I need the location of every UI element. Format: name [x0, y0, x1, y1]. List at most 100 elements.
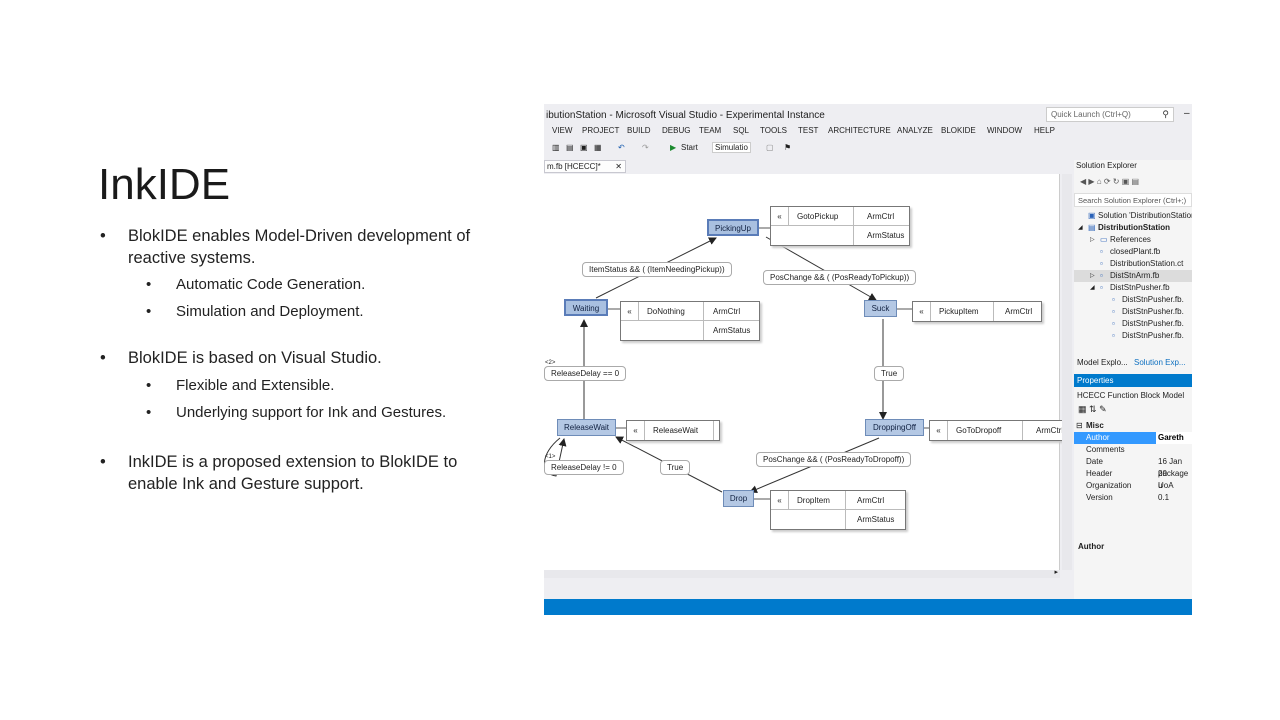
sync-icon[interactable]: ⟳ — [1103, 177, 1111, 186]
guard-pos-ready-to-pickup[interactable]: PosChange && ( (PosReadyToPickup)) — [763, 270, 917, 285]
menu-help[interactable]: HELP — [1034, 126, 1055, 135]
property-value[interactable]: Gareth — [1156, 432, 1192, 444]
solution-search-input[interactable]: Search Solution Explorer (Ctrl+;) — [1074, 193, 1192, 207]
solution-tree-item[interactable]: ▫DistributionStation.ct — [1074, 258, 1192, 270]
collapse-icon[interactable]: « — [621, 302, 639, 321]
tab-model-explorer[interactable]: Model Explo... — [1077, 358, 1128, 367]
solution-tree-item[interactable]: ▷▫DistStnArm.fb — [1074, 270, 1192, 282]
save-icon[interactable]: ▣ — [580, 143, 588, 152]
find-icon[interactable]: ⚑ — [784, 143, 792, 152]
action-table-release-wait[interactable]: «ReleaseWait — [626, 420, 720, 441]
undo-icon[interactable]: ↶ — [618, 143, 625, 152]
breakpoint-icon[interactable]: ▢ — [766, 143, 774, 152]
hcecc-diagram-canvas[interactable]: PickingUp Waiting Suck ReleaseWait Dropp… — [544, 174, 1069, 570]
solution-tree-label: DistStnArm.fb — [1110, 271, 1160, 280]
state-waiting[interactable]: Waiting — [564, 299, 608, 316]
redo-icon[interactable]: ↷ — [642, 143, 649, 152]
menu-debug[interactable]: DEBUG — [662, 126, 691, 135]
solution-tree-item[interactable]: ▫DistStnPusher.fb. — [1074, 306, 1192, 318]
guard-suck-true[interactable]: True — [874, 366, 905, 381]
guard-release-delay-zero[interactable]: ReleaseDelay == 0 — [544, 366, 627, 381]
menu-team[interactable]: TEAM — [699, 126, 722, 135]
property-value[interactable]: package u — [1158, 469, 1189, 490]
solution-config-select[interactable]: Simulatio — [712, 142, 751, 153]
property-category-misc[interactable]: ⊟Misc — [1076, 421, 1104, 430]
guard-drop-true[interactable]: True — [660, 460, 691, 475]
categorized-icon[interactable]: ▦ — [1078, 404, 1087, 414]
menu-project[interactable]: PROJECT — [582, 126, 620, 135]
scroll-right-icon[interactable]: ▸ — [1054, 569, 1058, 576]
collapse-all-icon[interactable]: ▣ — [1121, 177, 1130, 186]
collapse-icon[interactable]: « — [930, 421, 948, 440]
expand-icon[interactable]: ▷ — [1090, 273, 1095, 279]
editor-horizontal-scrollbar[interactable]: ▸ — [544, 569, 1060, 578]
property-row[interactable]: Comments — [1074, 444, 1192, 456]
solution-tree-item[interactable]: ▫DistStnPusher.fb. — [1074, 330, 1192, 342]
close-icon[interactable]: ✕ — [615, 162, 622, 171]
state-dropping-off[interactable]: DroppingOff — [865, 419, 924, 436]
property-value[interactable]: 16 Jan 20 — [1158, 457, 1183, 478]
guard-release-delay-nonzero[interactable]: ReleaseDelay != 0 — [544, 460, 624, 475]
menu-build[interactable]: BUILD — [627, 126, 651, 135]
refresh-icon[interactable]: ↻ — [1112, 177, 1120, 186]
tab-solution-explorer[interactable]: Solution Exp... — [1134, 358, 1186, 367]
state-suck[interactable]: Suck — [864, 300, 897, 317]
property-value[interactable]: 0.1 — [1158, 493, 1170, 502]
property-description-title: Author — [1078, 542, 1105, 551]
menu-blokide[interactable]: BLOKIDE — [941, 126, 976, 135]
editor-vertical-scrollbar[interactable] — [1062, 174, 1072, 570]
solution-tree-item[interactable]: ▫closedPlant.fb — [1074, 246, 1192, 258]
home-icon[interactable]: ⌂ — [1096, 177, 1102, 186]
expand-icon[interactable]: ◢ — [1090, 285, 1095, 291]
forward-icon[interactable]: ▶ — [1088, 177, 1095, 186]
solution-tree-item[interactable]: ▷▭References — [1074, 234, 1192, 246]
back-icon[interactable]: ◀ — [1080, 177, 1087, 186]
minimize-icon[interactable]: – — [1184, 108, 1190, 119]
menu-test[interactable]: TEST — [798, 126, 819, 135]
properties-icon[interactable]: ▤ — [1131, 177, 1140, 186]
wrench-icon[interactable]: ✎ — [1099, 404, 1107, 414]
document-tab[interactable]: m.fb [HCECC]* ✕ — [544, 160, 626, 173]
solution-tree-item[interactable]: ◢▫DistStnPusher.fb — [1074, 282, 1192, 294]
collapse-icon[interactable]: « — [913, 302, 931, 321]
collapse-icon[interactable]: « — [771, 491, 789, 510]
save-all-icon[interactable]: ▦ — [594, 143, 602, 152]
menu-architecture[interactable]: ARCHITECTURE — [828, 126, 891, 135]
solution-tree-item[interactable]: ▣Solution 'DistributionStation — [1074, 210, 1192, 222]
start-button[interactable]: Start — [681, 143, 698, 152]
open-icon[interactable]: ▤ — [566, 143, 574, 152]
alphabetical-icon[interactable]: ⇅ — [1089, 404, 1097, 414]
expand-icon[interactable]: ▷ — [1090, 237, 1095, 243]
quick-launch-input[interactable]: Quick Launch (Ctrl+Q) ⚲ — [1046, 107, 1174, 122]
guard-item-needing-pickup[interactable]: ItemStatus && ( (ItemNeedingPickup)) — [582, 262, 732, 277]
new-project-icon[interactable]: ▥ — [552, 143, 560, 152]
start-icon[interactable]: ▶ — [670, 143, 677, 152]
menu-tools[interactable]: TOOLS — [760, 126, 787, 135]
state-drop[interactable]: Drop — [723, 490, 754, 507]
property-value[interactable]: UoA — [1158, 481, 1174, 490]
menu-analyze[interactable]: ANALYZE — [897, 126, 933, 135]
solution-tree-item[interactable]: ▫DistStnPusher.fb. — [1074, 318, 1192, 330]
collapse-icon[interactable]: ⊟ — [1076, 421, 1083, 430]
menu-window[interactable]: WINDOW — [987, 126, 1023, 135]
solution-tree-item[interactable]: ◢▤DistributionStation — [1074, 222, 1192, 234]
state-picking-up[interactable]: PickingUp — [707, 219, 759, 236]
collapse-icon[interactable]: « — [627, 421, 645, 440]
solution-tree-item[interactable]: ▫DistStnPusher.fb. — [1074, 294, 1192, 306]
menu-view[interactable]: VIEW — [552, 126, 573, 135]
guard-pos-ready-to-dropoff[interactable]: PosChange && ( (PosReadyToDropoff)) — [756, 452, 912, 467]
expand-icon[interactable]: ◢ — [1078, 225, 1083, 231]
state-release-wait[interactable]: ReleaseWait — [557, 419, 616, 436]
collapse-icon[interactable]: « — [771, 207, 789, 226]
menu-sql[interactable]: SQL — [733, 126, 750, 135]
